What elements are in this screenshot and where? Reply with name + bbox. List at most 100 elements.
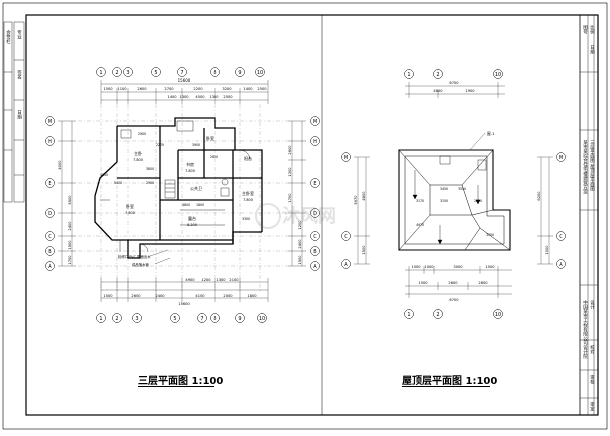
dim-text: 3550 [458,187,466,191]
dim-text: 4800 [433,89,443,93]
dim-text: 5400 [114,181,122,185]
dim-text: 2650 [131,294,141,298]
floor3-title: 三层平面图 1:100 [138,376,224,387]
floor3-top-dims [100,80,269,104]
floor3-left-axes: A B C D E H M [45,116,55,271]
svg-text:C: C [48,234,52,240]
dim-text: 1200 [298,220,302,230]
title-block [580,15,598,415]
room-label: 书房 [186,161,194,167]
dim-text: 1300 [209,95,219,99]
floor3-bottom-dim-lines [100,278,269,302]
svg-text:B: B [313,249,317,255]
dim-text: 2200 [193,87,203,91]
tb-label-design: 设计 [589,300,595,309]
dim-text: 3450 [440,187,448,191]
dim-text: 1900 [465,89,475,93]
roof-outline [398,149,511,251]
svg-text:2: 2 [115,70,118,76]
axis-bubble: 9 [235,313,245,323]
svg-text:3: 3 [126,70,129,76]
roof-left-axes: A C M [341,152,351,269]
svg-text:H: H [313,139,317,145]
floor3-walls [94,117,263,259]
dim-text: 1000 [545,245,549,255]
signoff-signature: 签名 [16,70,22,79]
dim-text: 1000 [424,265,434,269]
floor3-right-dim-lines [288,120,306,267]
svg-text:A: A [344,262,348,268]
roof-bottom-dim-lines [405,266,512,298]
axis-bubble: 5 [151,67,161,77]
svg-text:M: M [344,155,348,161]
svg-text:10: 10 [495,72,501,78]
svg-text:5: 5 [173,316,176,322]
floor3-right-dim-texts: 2600 1300 1700 1200 2400 1500 [288,145,302,265]
dim-text: 2400 [68,221,72,231]
axis-bubble: D [310,208,320,218]
roof-top-dim-lines [405,82,505,98]
floor3-details [100,120,251,253]
dim-text: 2000 [223,294,233,298]
room-label: 阳台 [244,155,252,161]
dim-text: 2600 [448,281,458,285]
dim-text: 2500 [257,87,267,91]
svg-text:5: 5 [154,70,157,76]
floor3-callouts: 检修口 PVC 屋面出水 成品落水管 [118,249,171,267]
dim-text: 2600 [478,281,488,285]
floor3-left-dim-texts: 4000 5500 2400 1500 1700 [58,160,72,265]
dim-text: 2600 [137,87,147,91]
svg-text:7: 7 [180,70,183,76]
company-name: 中国某市工程有限公司设计院 [582,300,588,359]
svg-text:D: D [313,211,317,217]
roof-note: 屋-1 [469,131,495,151]
svg-text:10: 10 [259,316,265,322]
axis-bubble: M [341,152,351,162]
axis-bubble: A [341,259,351,269]
roof-title-underline [402,386,490,387]
roof-right-axes: A C M [556,152,566,269]
axis-bubble: H [45,136,55,146]
dim-text: 2900 [146,181,154,185]
signoff-date: 日期 [16,110,22,119]
roof-right-dim-texts: 6200 1000 [537,191,549,255]
dim-text: 3150 [440,199,448,203]
floor3-top-dim-texts: 1500 1100 2600 2700 2200 3200 1400 2500 … [103,87,267,99]
dim-text: 15600 [178,302,190,306]
axis-bubble: M [45,116,55,126]
svg-text:M: M [48,119,52,125]
dim-text: 2900 [138,132,146,136]
roof-top-axes: 1 2 10 [404,69,503,79]
svg-text:1: 1 [99,70,102,76]
axis-bubble: M [310,116,320,126]
axis-bubble: C [45,231,55,241]
dim-text: 1800 [196,203,204,207]
svg-text:A: A [559,262,563,268]
axis-bubble: 1 [96,67,106,77]
roof-left-dim-texts: 5970 4800 1500 [354,191,366,255]
dim-text: 2100 [229,278,239,282]
axis-bubble: A [310,261,320,271]
dim-text: 3300 [242,217,250,221]
axis-bubble: 7 [197,313,207,323]
axis-bubble: C [556,231,566,241]
elevation-label: 7.800 [243,198,253,202]
svg-text:10: 10 [495,312,501,318]
dim-text: 1500 [68,240,72,250]
dim-text: 4800 [362,191,366,201]
room-label: 主卧室 [242,190,254,196]
roof-ridges [398,149,511,251]
dim-text: 1700 [68,255,72,265]
svg-text:9: 9 [238,316,241,322]
dim-text: 3300 [486,233,494,237]
floor3-plan: 1 2 3 5 7 8 9 10 15600 1500 1100 2600 27… [45,67,320,323]
axis-bubble: 10 [493,309,503,319]
svg-text:9: 9 [238,70,241,76]
elevation-label: 7.800 [125,211,135,215]
dim-text: 2850 [210,155,218,159]
project-name: 某市某综合住宅楼建筑方案 [582,140,588,194]
dim-text: 1200 [201,278,211,282]
floor3-room-labels: 主卧 卧室 主卧室 书房 卧室 阳台 露台 公共卫 [126,135,254,221]
dim-text: 3900 [192,143,200,147]
svg-text:1: 1 [407,72,410,78]
